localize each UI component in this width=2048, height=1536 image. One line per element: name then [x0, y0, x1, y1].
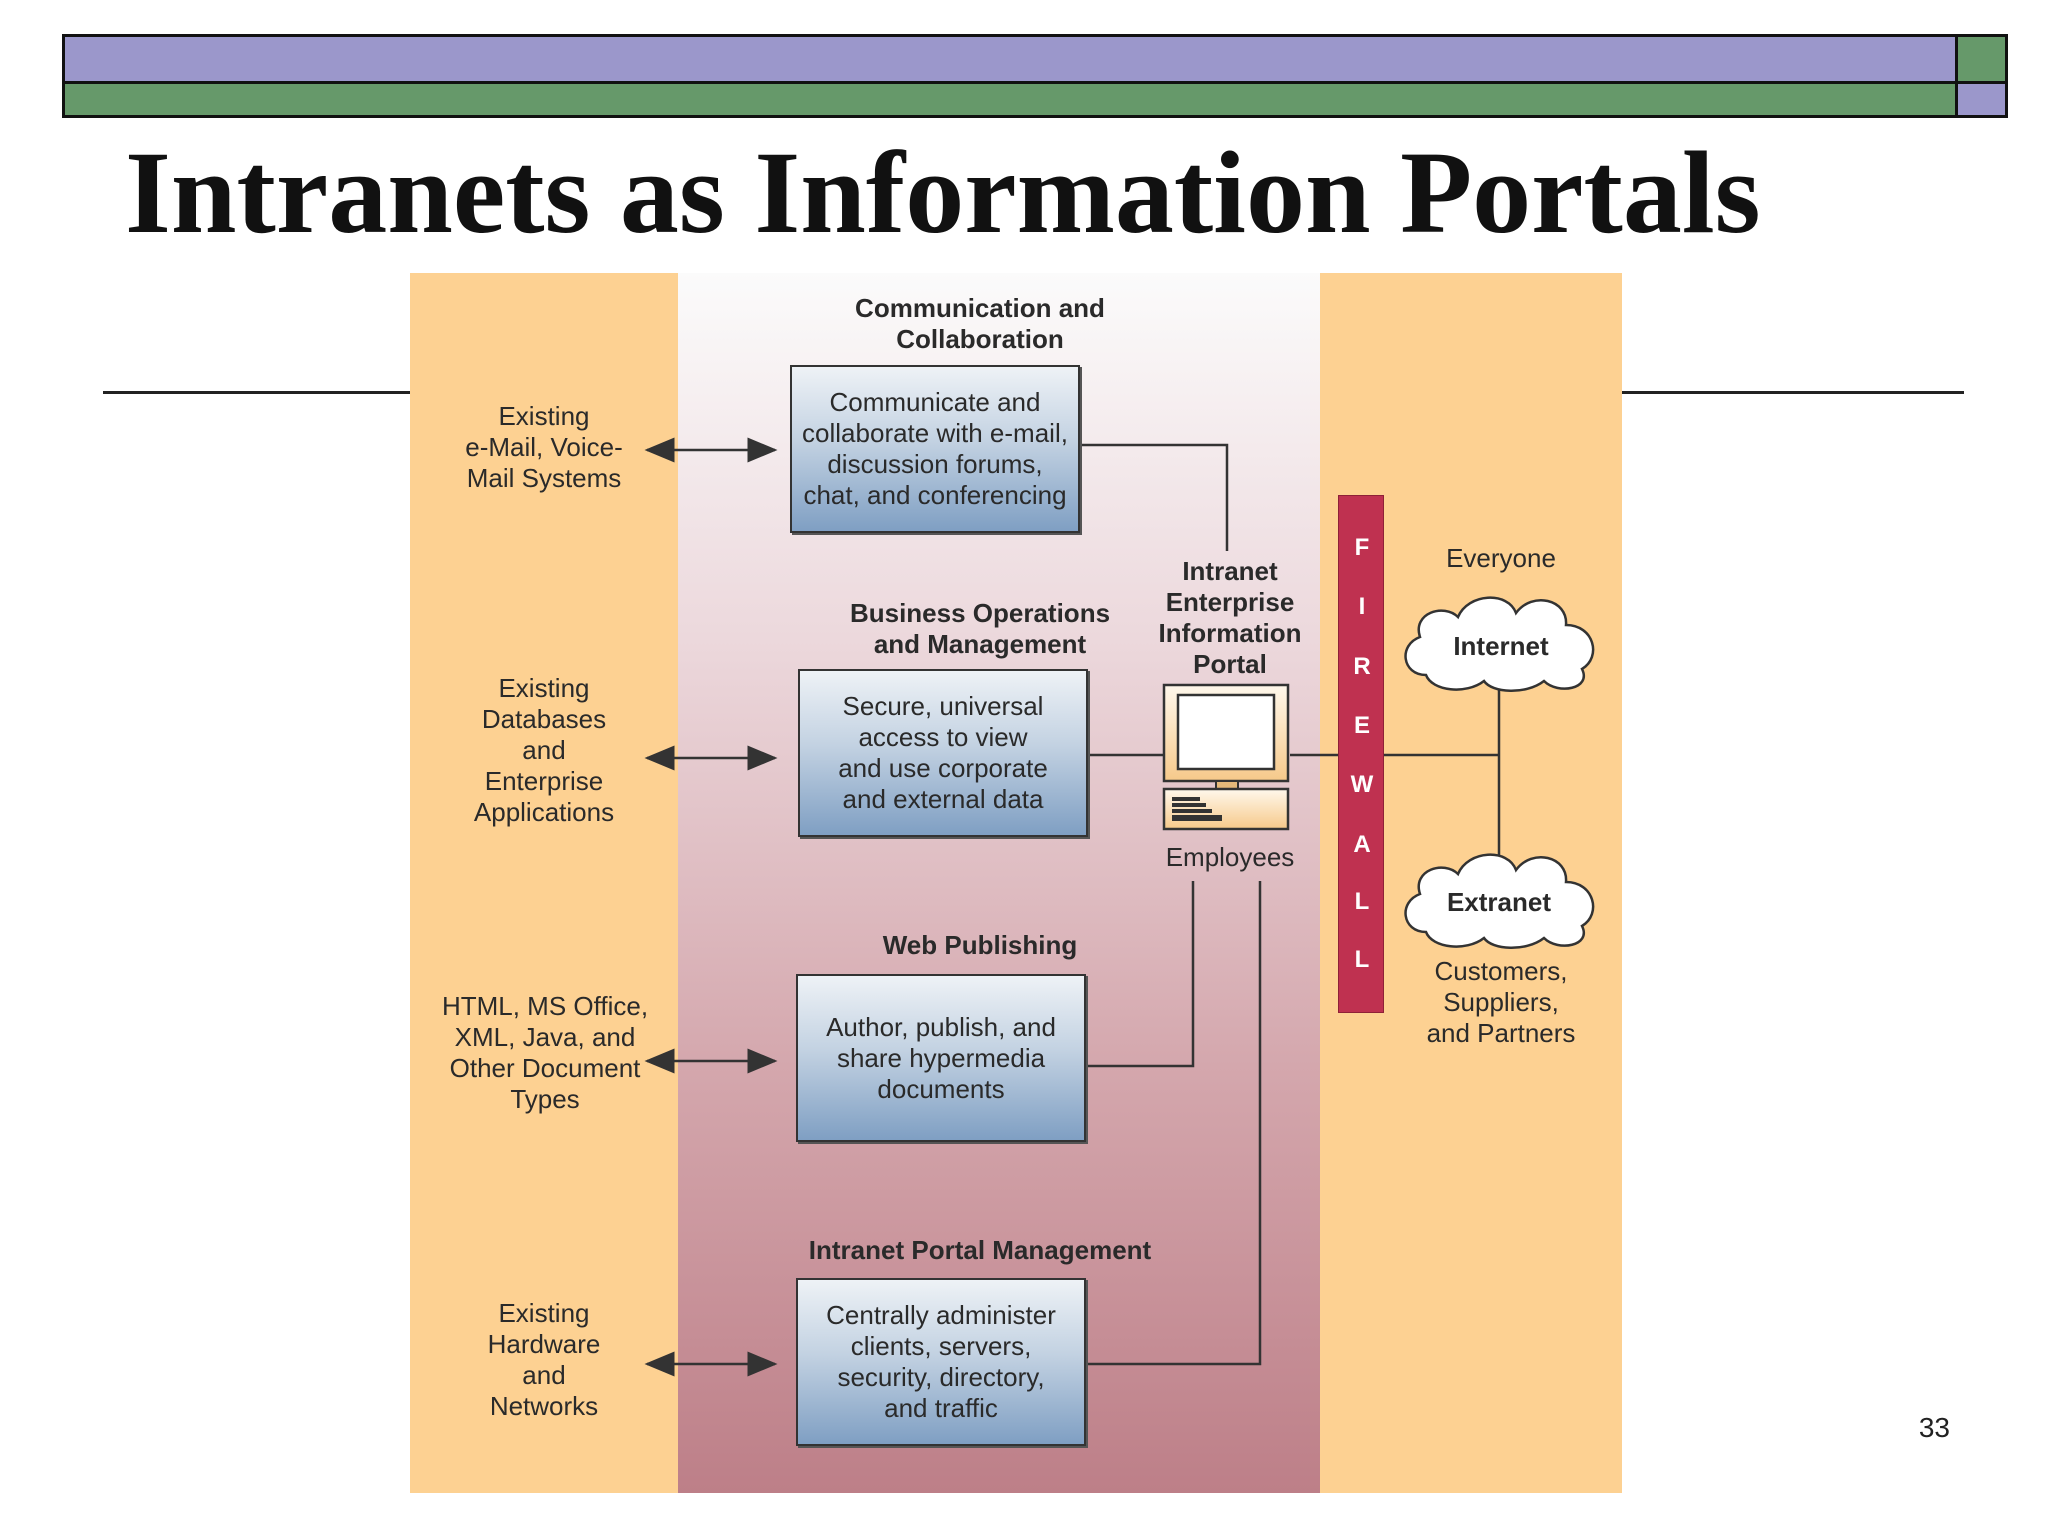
box-author-publish: Author, publish, and share hypermedia do…	[796, 974, 1086, 1142]
box-secure-access: Secure, universal access to view and use…	[798, 669, 1088, 837]
wire-communication	[1080, 443, 1229, 551]
internet-cloud-icon	[1404, 596, 1595, 692]
header-portal-management: Intranet Portal Management	[808, 1235, 1152, 1265]
header-band-green	[62, 84, 1958, 118]
firewall-letter: I	[1358, 593, 1366, 620]
box-communicate-collaborate: Communicate and collaborate with e-mail,…	[790, 365, 1080, 533]
source-email-systems: Existing e-Mail, Voice- Mail Systems	[465, 401, 623, 493]
source-hardware-networks: Existing Hardware and Networks	[487, 1298, 601, 1421]
firewall-letter: L	[1354, 888, 1370, 915]
source-databases: Existing Databases and Enterprise Applic…	[473, 673, 615, 827]
extranet-cloud-icon	[1404, 853, 1595, 949]
header-square-green	[1955, 34, 2008, 84]
header-square-purple	[1955, 84, 2008, 118]
firewall: F I R E W A L L	[1338, 495, 1384, 1013]
extranet-audience-label: Customers, Suppliers, and Partners	[1426, 956, 1576, 1048]
connector-lines	[644, 437, 1501, 1377]
firewall-letter: L	[1354, 946, 1370, 973]
firewall-letter: W	[1350, 771, 1374, 798]
header-business-operations: Business Operations and Management	[849, 598, 1111, 659]
source-document-types: HTML, MS Office, XML, Java, and Other Do…	[441, 991, 649, 1114]
header-web-publishing: Web Publishing	[882, 930, 1078, 960]
internet-label: Internet	[1453, 631, 1549, 661]
firewall-letter: R	[1353, 653, 1371, 680]
slide-title: Intranets as Information Portals	[125, 127, 1761, 258]
divider-right	[1622, 391, 1964, 394]
box-centrally-administer: Centrally administer clients, servers, s…	[796, 1278, 1086, 1446]
everyone-label: Everyone	[1446, 543, 1556, 573]
extranet-label: Extranet	[1446, 887, 1552, 917]
wire-management	[1086, 881, 1262, 1366]
employees-label: Employees	[1165, 842, 1295, 872]
wire-publishing	[1086, 881, 1195, 1068]
page-number: 33	[1918, 1412, 1950, 1443]
header-band-purple	[62, 34, 1958, 84]
portal-label: Intranet Enterprise Information Portal	[1158, 556, 1302, 679]
header-communication: Communication and Collaboration	[855, 293, 1105, 354]
firewall-letter: E	[1353, 712, 1370, 739]
firewall-letter: F	[1354, 534, 1370, 561]
firewall-letter: A	[1353, 831, 1371, 858]
sources-panel	[410, 273, 678, 1493]
intranet-portal-diagram: Existing e-Mail, Voice- Mail Systems Exi…	[410, 273, 1622, 1493]
computer-icon	[1162, 683, 1290, 831]
divider-left	[103, 391, 411, 394]
